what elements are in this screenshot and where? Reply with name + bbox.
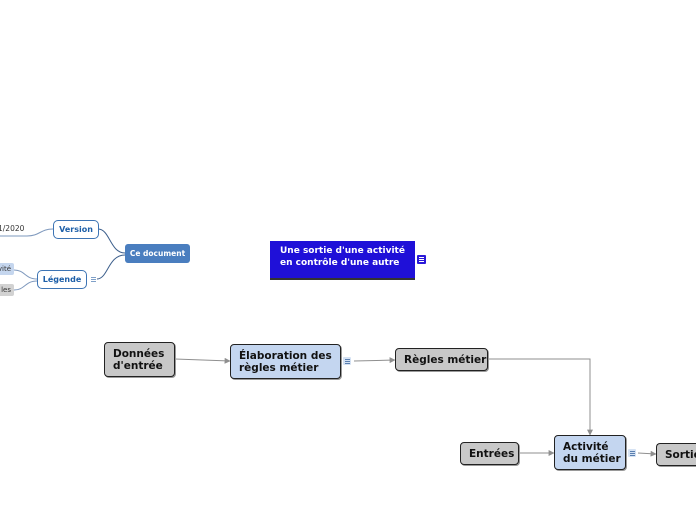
- legend-item-donnees: les: [0, 284, 14, 296]
- arrow-elaboration-to-regles: [353, 357, 396, 364]
- ce-document-node[interactable]: Ce document: [125, 244, 190, 263]
- notes-icon[interactable]: [90, 276, 97, 283]
- link-legende-to-item1: [13, 269, 38, 280]
- regles-label: Règles métier: [404, 353, 487, 366]
- notes-icon[interactable]: [417, 255, 426, 264]
- notes-icon[interactable]: [343, 357, 351, 365]
- activite-line-1: Activité: [563, 440, 609, 453]
- legende-node[interactable]: Légende: [37, 270, 87, 289]
- arrow-donnees-to-elaboration: [174, 357, 231, 364]
- sorties-box[interactable]: Sorties: [656, 443, 696, 466]
- notes-icon[interactable]: [628, 449, 636, 457]
- legend-item-activite: vité: [0, 263, 14, 275]
- activite-line-2: du métier: [563, 452, 621, 465]
- central-topic[interactable]: Une sortie d'une activité en contrôle d'…: [270, 241, 415, 280]
- link-root-to-version: [97, 228, 126, 254]
- elaboration-regles-box[interactable]: Élaboration des règles métier: [230, 344, 341, 379]
- elaboration-line-1: Élaboration des: [239, 349, 332, 362]
- central-topic-line-2: en contrôle d'une autre: [280, 257, 400, 268]
- donnees-line-1: Données: [113, 347, 165, 360]
- entrees-label: Entrées: [469, 447, 515, 460]
- link-version-to-value: [0, 228, 54, 237]
- arrow-regles-to-activite: [488, 358, 593, 436]
- donnees-line-2: d'entrée: [113, 359, 163, 372]
- arrow-activite-to-sorties: [637, 450, 657, 457]
- link-root-to-legende: [96, 254, 126, 280]
- version-node[interactable]: Version: [53, 220, 99, 239]
- entrees-box[interactable]: Entrées: [460, 442, 519, 465]
- elaboration-line-2: règles métier: [239, 361, 319, 374]
- regles-metier-box[interactable]: Règles métier: [395, 348, 488, 371]
- sorties-label: Sorties: [665, 448, 696, 461]
- version-value: 1/2020: [0, 224, 25, 233]
- central-topic-line-1: Une sortie d'une activité: [280, 246, 405, 256]
- link-legende-to-item2: [13, 280, 38, 291]
- donnees-entree-box[interactable]: Données d'entrée: [104, 342, 175, 377]
- activite-metier-box[interactable]: Activité du métier: [554, 435, 626, 470]
